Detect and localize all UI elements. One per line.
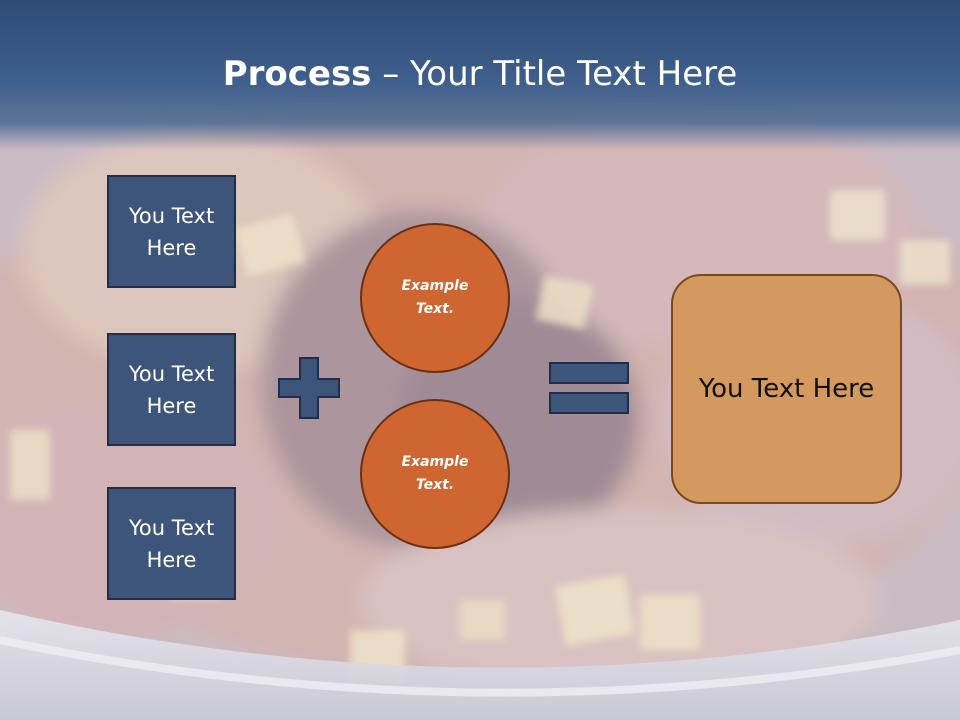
title-rest: – Your Title Text Here [371, 54, 738, 94]
text-box-3-label: You Text Here [129, 512, 214, 576]
example-circle-2-line2: Text. [415, 477, 455, 493]
example-circle-1-line1: Example [401, 278, 469, 294]
example-circle-2[interactable]: Example Text. [360, 399, 510, 549]
text-box-3[interactable]: You Text Here [107, 487, 236, 600]
text-box-2-label: You Text Here [129, 358, 214, 422]
slide-title: Process – Your Title Text Here [0, 52, 960, 96]
text-box-1[interactable]: You Text Here [107, 175, 236, 288]
result-box[interactable]: You Text Here [671, 274, 902, 504]
title-bar [0, 0, 960, 150]
example-circle-2-line1: Example [401, 454, 469, 470]
text-box-3-line1: You Text [128, 515, 215, 540]
text-box-1-line1: You Text [128, 203, 215, 228]
result-label: You Text Here [698, 374, 875, 404]
plus-icon [278, 357, 340, 419]
text-box-2-line2: Here [146, 393, 197, 418]
title-bold: Process [222, 54, 372, 94]
example-circle-1-label: Example Text. [402, 275, 469, 321]
text-box-1-line2: Here [146, 235, 197, 260]
equals-icon [549, 362, 629, 414]
text-box-3-line2: Here [146, 547, 197, 572]
example-circle-2-label: Example Text. [402, 451, 469, 497]
text-box-1-label: You Text Here [129, 200, 214, 264]
example-circle-1[interactable]: Example Text. [360, 223, 510, 373]
text-box-2[interactable]: You Text Here [107, 333, 236, 446]
example-circle-1-line2: Text. [415, 301, 455, 317]
text-box-2-line1: You Text [128, 361, 215, 386]
